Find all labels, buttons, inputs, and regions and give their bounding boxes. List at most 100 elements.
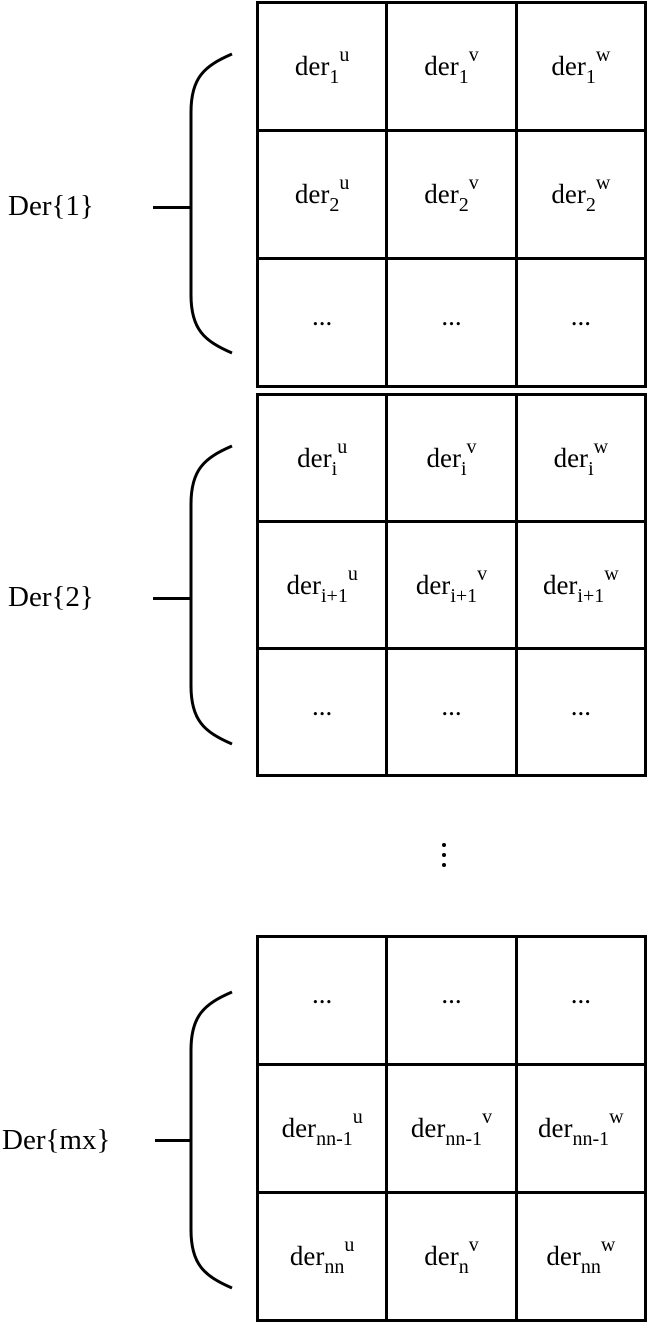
table-cell: ... — [514, 935, 648, 1066]
cell-expression: ... — [312, 692, 332, 726]
table-cell: der1v — [385, 1, 518, 132]
connector-line — [153, 206, 191, 209]
cell-expression: ... — [312, 981, 332, 1014]
expression-subscript: nn-1 — [572, 1128, 610, 1150]
expression-base: der — [294, 179, 330, 209]
table-cell: der2w — [514, 129, 648, 260]
expression-subscript: i+1 — [320, 584, 348, 607]
table-row: ......... — [255, 647, 648, 777]
cell-expression: ... — [571, 692, 591, 726]
table-cell: ... — [255, 257, 389, 388]
expression-base: der — [542, 569, 578, 600]
expression-base: der — [424, 179, 459, 209]
group-label-der-mx: Der{mx} — [2, 1124, 111, 1156]
cell-expression: ... — [441, 981, 461, 1014]
cell-expression: deri+1v — [415, 564, 487, 606]
table-cell: der2u — [255, 129, 389, 260]
expression-superscript: u — [339, 44, 350, 66]
table-cell: ... — [385, 257, 518, 388]
expression-subscript: nn-1 — [316, 1128, 353, 1150]
expression-base: der — [546, 1241, 581, 1271]
expression-superscript: v — [477, 562, 488, 585]
table-cell: ... — [514, 647, 648, 777]
expression-subscript: 1 — [329, 66, 340, 88]
ellipsis-text: ... — [312, 301, 333, 331]
table-cell: deri+1w — [514, 520, 648, 650]
expression-subscript: 1 — [458, 66, 469, 88]
expression-superscript: w — [595, 172, 611, 194]
cell-expression: dernn-1v — [411, 1107, 492, 1149]
expression-superscript: w — [595, 44, 611, 66]
expression-superscript: w — [604, 562, 619, 585]
cell-expression: der1u — [294, 45, 349, 87]
expression-superscript: w — [609, 1106, 624, 1128]
expression-subscript: i — [331, 457, 338, 480]
cell-expression: deriv — [426, 437, 476, 479]
group-label-der-1: Der{1} — [8, 190, 94, 222]
cell-expression: ... — [571, 981, 591, 1014]
expression-superscript: u — [337, 435, 348, 458]
table-cell: ... — [385, 647, 518, 777]
ellipsis-text: ... — [441, 979, 462, 1009]
table-cell: dernv — [385, 1191, 518, 1322]
expression-superscript: u — [344, 1234, 355, 1256]
group-label-der-2: Der{2} — [8, 581, 94, 613]
expression-superscript: v — [468, 1234, 479, 1256]
table-cell: deriv — [385, 393, 518, 523]
expression-subscript: n — [458, 1256, 469, 1278]
cell-expression: der1v — [424, 45, 478, 87]
table-cell: dernn-1u — [255, 1063, 389, 1194]
expression-superscript: v — [468, 44, 479, 66]
expression-base: der — [281, 1113, 317, 1143]
left-brace-icon — [189, 990, 233, 1290]
table-cell: deriu — [255, 393, 389, 523]
ellipsis-text: ... — [441, 301, 462, 331]
table-cell: ... — [385, 935, 518, 1066]
cell-expression: ... — [571, 303, 591, 336]
expression-superscript: u — [339, 172, 350, 194]
table-cell: dernnu — [255, 1191, 389, 1322]
expression-subscript: nn — [324, 1256, 345, 1278]
expression-base: der — [415, 569, 451, 600]
ellipsis-text: ... — [312, 690, 333, 721]
expression-subscript: 2 — [585, 194, 596, 216]
table-cell: dernn-1w — [514, 1063, 648, 1194]
expression-base: der — [289, 1241, 325, 1271]
table-cell: ... — [255, 647, 389, 777]
table-cell: der2v — [385, 129, 518, 260]
expression-superscript: v — [466, 435, 477, 458]
table-cell: der1w — [514, 1, 648, 132]
table-row: ......... — [255, 257, 648, 388]
cell-expression: der2w — [551, 173, 610, 215]
cell-expression: dernnw — [546, 1235, 615, 1277]
expression-subscript: 2 — [329, 194, 340, 216]
table-cell: der1u — [255, 1, 389, 132]
ellipsis-text: ... — [570, 690, 591, 721]
cell-expression: der1w — [551, 45, 610, 87]
expression-base: der — [294, 51, 330, 81]
table-cell: ... — [255, 935, 389, 1066]
expression-subscript: i — [460, 457, 467, 480]
table-row: ......... — [255, 935, 648, 1066]
ellipsis-text: ... — [570, 301, 591, 331]
expression-base: der — [286, 569, 321, 600]
table-cell: deri+1u — [255, 520, 389, 650]
expression-superscript: v — [482, 1106, 493, 1128]
cell-expression: der2u — [294, 173, 349, 215]
expression-superscript: v — [468, 172, 479, 194]
cell-expression: dernn-1w — [538, 1107, 624, 1149]
table-cell: deri+1v — [385, 520, 518, 650]
cell-expression: deriu — [297, 437, 347, 479]
expression-base: der — [538, 1113, 573, 1143]
left-brace-icon — [189, 52, 233, 355]
cell-expression: dernv — [424, 1235, 478, 1277]
ellipsis-text: ... — [312, 979, 333, 1009]
ellipsis-text: ... — [570, 979, 591, 1009]
expression-subscript: nn-1 — [445, 1128, 483, 1150]
